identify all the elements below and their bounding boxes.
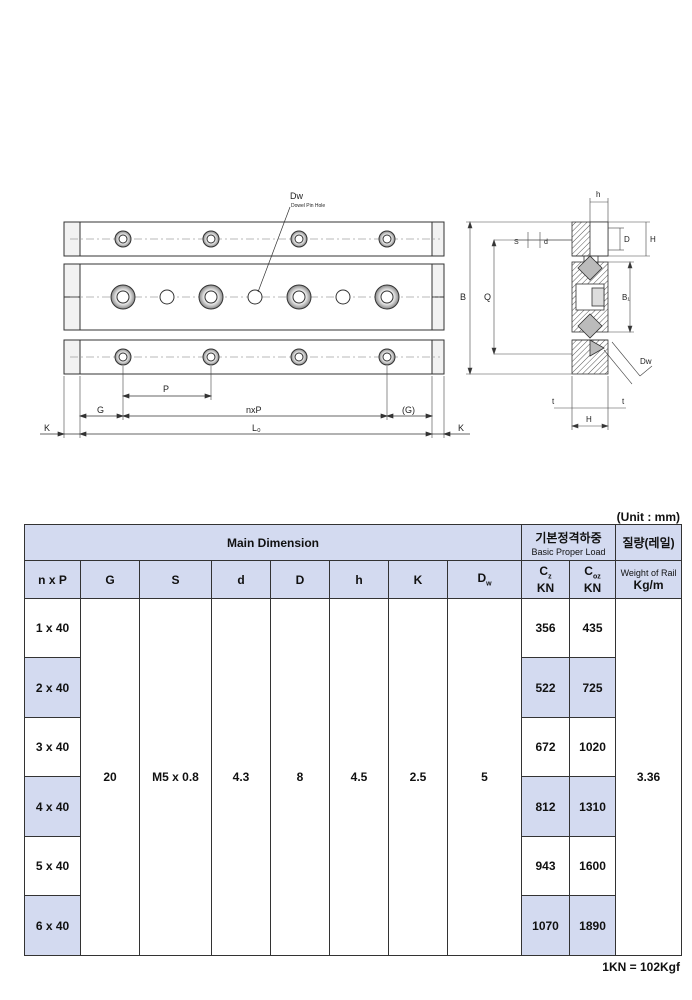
cell-coz: 1310 — [569, 776, 617, 837]
col-dw: Dw — [446, 560, 523, 599]
label-h-big: H — [650, 235, 656, 244]
cell-h: 4.5 — [329, 598, 389, 956]
cell-g: 20 — [80, 598, 140, 956]
header-weight-kr: 질량(레일) — [615, 524, 683, 561]
cell-weight: 3.36 — [615, 598, 683, 956]
label-g-paren: (G) — [402, 405, 415, 415]
col-d: d — [211, 560, 271, 599]
cell-cz: 356 — [521, 598, 571, 658]
unit-label: (Unit : mm) — [616, 510, 680, 524]
cell-coz: 1600 — [569, 836, 617, 896]
label-h-small: h — [596, 190, 600, 199]
cell-cz: 522 — [521, 657, 571, 718]
table-row: 6 x 40 1070 1890 — [24, 895, 682, 956]
label-d-small: d — [544, 239, 548, 246]
table-row: 5 x 40 943 1600 — [24, 836, 682, 896]
label-k-right: K — [458, 423, 464, 433]
header-main-dimension: Main Dimension — [23, 524, 523, 561]
label-k-left: K — [44, 423, 50, 433]
cell-cz: 1070 — [521, 895, 571, 956]
footnote-conversion: 1KN = 102Kgf — [602, 960, 680, 974]
label-t-right: t — [622, 397, 625, 406]
table-row: 1 x 40 20 M5 x 0.8 4.3 8 4.5 2.5 5 356 4… — [24, 598, 683, 956]
cell-cz: 672 — [521, 717, 571, 777]
cell-cz: 943 — [521, 836, 571, 896]
col-h: h — [329, 560, 389, 599]
cell-nxp: 6 x 40 — [24, 895, 81, 956]
cell-d: 4.3 — [211, 598, 271, 956]
col-g: G — [80, 560, 140, 599]
label-p: P — [163, 384, 169, 394]
table-row: 3 x 40 672 1020 — [24, 717, 682, 777]
label-l0: L₀ — [252, 423, 261, 433]
label-t-left: t — [552, 397, 555, 406]
label-s: S — [514, 239, 519, 246]
cell-coz: 435 — [569, 598, 617, 658]
col-nxp: n x P — [24, 560, 81, 599]
cell-nxp: 3 x 40 — [24, 717, 81, 777]
cell-coz: 1020 — [569, 717, 617, 777]
label-dw-side: Dw — [640, 357, 652, 366]
cell-D: 8 — [270, 598, 330, 956]
cell-coz: 1890 — [569, 895, 617, 956]
label-b1: B₁ — [622, 293, 630, 302]
extension-lines — [63, 366, 445, 438]
dw-leader — [257, 206, 291, 293]
cell-nxp: 2 x 40 — [24, 657, 81, 718]
cell-coz: 725 — [569, 657, 617, 718]
cell-dw: 5 — [446, 598, 523, 956]
holes-top — [114, 230, 396, 248]
cell-nxp: 4 x 40 — [24, 776, 81, 837]
holes-bottom — [114, 348, 396, 366]
label-d-big: D — [624, 235, 630, 244]
label-h-bottom: H — [586, 415, 592, 424]
col-D: D — [270, 560, 330, 599]
label-nxp: nxP — [246, 405, 262, 415]
col-s: S — [139, 560, 212, 599]
label-b: B — [460, 292, 466, 302]
label-g: G — [97, 405, 104, 415]
cell-k: 2.5 — [388, 598, 448, 956]
table-row: 2 x 40 522 725 — [24, 657, 682, 718]
label-dowel-pin-hole: Dowel Pin Hole — [291, 203, 325, 209]
cell-nxp: 5 x 40 — [24, 836, 81, 896]
side-dimensions — [466, 198, 653, 430]
side-section — [571, 221, 609, 375]
cell-cz: 812 — [521, 776, 571, 837]
label-q: Q — [484, 292, 491, 302]
technical-drawing: Dw Dowel Pin Hole P G nxP (G) K L₀ K — [40, 190, 656, 438]
cell-s: M5 x 0.8 — [139, 598, 212, 956]
cell-nxp: 1 x 40 — [24, 598, 81, 658]
holes-middle — [110, 284, 400, 310]
dimension-lines — [40, 393, 470, 437]
table-row: 4 x 40 812 1310 — [24, 776, 682, 837]
col-k: K — [388, 560, 448, 599]
label-dw: Dw — [290, 191, 303, 201]
